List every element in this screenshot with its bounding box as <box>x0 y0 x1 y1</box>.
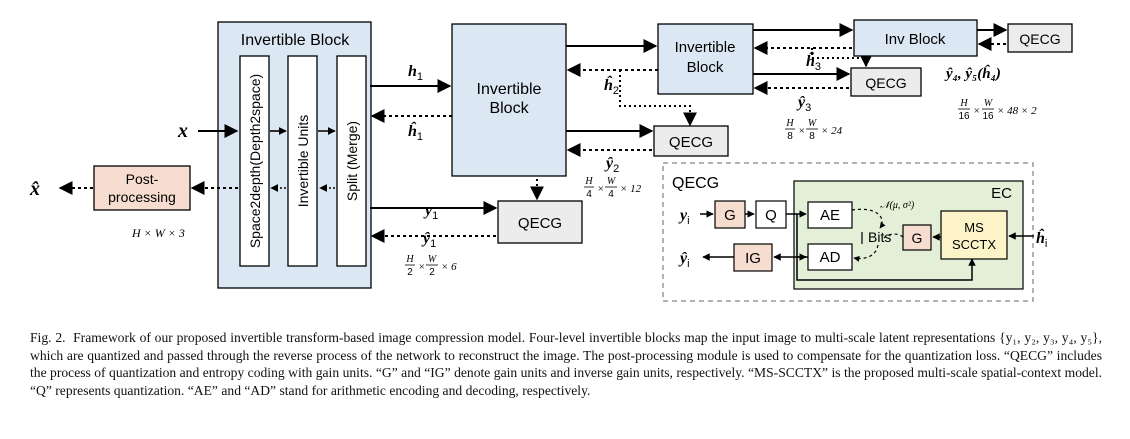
svg-text:4: 4 <box>586 189 592 200</box>
svg-text:H: H <box>584 176 593 187</box>
qecg-block-3: QECG <box>850 67 922 97</box>
svg-text:×: × <box>418 261 425 273</box>
qecg-label-2: QECG <box>669 134 713 151</box>
qecg-label-3: QECG <box>865 75 906 91</box>
svg-text:× 24: × 24 <box>821 125 843 137</box>
svg-text:AD: AD <box>820 249 841 266</box>
split-merge-column <box>336 55 367 267</box>
svg-text:Inv Block: Inv Block <box>885 31 946 48</box>
svg-text:Block: Block <box>687 59 724 76</box>
svg-text:2: 2 <box>407 267 413 278</box>
arithmetic-encoder-ae <box>807 201 853 229</box>
dim-quarter: H 4 × W 4 × 12 <box>584 176 642 200</box>
y3hat-label: ŷ3 <box>796 94 811 114</box>
svg-text:MS: MS <box>964 220 984 235</box>
svg-text:× 6: × 6 <box>441 261 457 273</box>
svg-text:× 48 × 2: × 48 × 2 <box>997 105 1037 117</box>
caption-text: Framework of our proposed invertible tra… <box>30 330 1102 398</box>
qecg-block-4: QECG <box>1007 23 1073 53</box>
qecg-block-2: QECG <box>653 125 729 157</box>
svg-text:W: W <box>984 98 994 109</box>
svg-text:4: 4 <box>608 189 614 200</box>
svg-text:IG: IG <box>745 250 761 267</box>
dim-sixteenth: H 16 × W 16 × 48 × 2 <box>958 98 1037 122</box>
inv-block-4: Inv Block <box>853 19 978 57</box>
qecg-detail-title: QECG <box>672 175 719 192</box>
svg-text:×: × <box>597 183 604 195</box>
h1-label: h1 <box>408 63 423 83</box>
output-xhat-label: x̂ <box>29 178 40 200</box>
svg-text:16: 16 <box>958 111 970 122</box>
gain-unit-g-1 <box>714 200 746 229</box>
yi-label: yi <box>678 207 690 227</box>
invertible-block-3: Invertible Block <box>657 23 754 95</box>
svg-text:Invertible: Invertible <box>477 81 542 98</box>
gain-unit-g-2 <box>902 224 932 251</box>
svg-text:G: G <box>724 207 736 224</box>
caption-lead: Fig. 2. <box>30 330 66 345</box>
h2hat-label: ĥ2 <box>604 75 619 97</box>
svg-text:× 12: × 12 <box>620 183 642 195</box>
dim-full-label: H × W × 3 <box>131 226 185 240</box>
figure-caption: Fig. 2. Framework of our proposed invert… <box>30 329 1102 399</box>
y45-label: ŷ₄, ŷ₅(ĥ₄) <box>944 64 1001 82</box>
svg-text:×: × <box>973 105 980 117</box>
qecg-label-4: QECG <box>1019 31 1060 47</box>
svg-text:×: × <box>798 125 805 137</box>
svg-text:8: 8 <box>809 131 815 142</box>
svg-text:Q: Q <box>765 207 777 224</box>
h1hat-label: ĥ1 <box>408 121 423 143</box>
svg-text:SCCTX: SCCTX <box>952 237 996 252</box>
h3hat-label: ĥ3 <box>806 51 821 73</box>
svg-text:H: H <box>959 98 968 109</box>
framework-diagram: Invertible Block Space2depth(Depth2space… <box>29 19 1073 302</box>
yi-hat-label: ŷi <box>678 250 690 270</box>
svg-text:8: 8 <box>787 131 793 142</box>
svg-text:G: G <box>912 230 923 246</box>
hi-hat-label: ĥi <box>1036 228 1047 250</box>
post-processing-label-2: processing <box>108 189 176 205</box>
qecg-detail-panel: QECG EC yi G Q AE AD Bits 𝒩(μ, σ²) G MS … <box>662 162 1047 302</box>
gaussian-params-label: 𝒩(μ, σ²) <box>880 200 915 211</box>
svg-text:W: W <box>808 118 818 129</box>
y1-label: y1 <box>423 202 438 222</box>
y1hat-label: ŷ1 <box>421 230 436 250</box>
svg-text:W: W <box>607 176 617 187</box>
qecg-block-1: QECG <box>497 200 583 244</box>
svg-text:Invertible: Invertible <box>675 39 736 56</box>
dim-eighth: H 8 × W 8 × 24 <box>785 118 843 142</box>
qecg-label-1: QECG <box>518 215 562 232</box>
main-invertible-block: Invertible Block Space2depth(Depth2space… <box>217 21 372 289</box>
split-merge-label: Split (Merge) <box>344 121 360 201</box>
invertible-block-2: Invertible Block <box>451 23 567 177</box>
ms-scctx-block <box>940 210 1008 260</box>
bits-label: Bits <box>868 229 891 245</box>
svg-text:16: 16 <box>982 111 994 122</box>
quantizer-q <box>755 200 787 229</box>
y2hat-label: ŷ2 <box>604 155 619 175</box>
svg-text:2: 2 <box>429 267 435 278</box>
input-x-label: x <box>177 120 188 142</box>
invertible-units-column <box>287 55 318 267</box>
space2depth-label: Space2depth(Depth2space) <box>247 74 263 248</box>
invertible-units-label: Invertible Units <box>295 115 311 208</box>
main-block-title: Invertible Block <box>241 32 350 49</box>
svg-text:Block: Block <box>489 100 529 117</box>
svg-text:W: W <box>428 254 438 265</box>
svg-text:H: H <box>785 118 794 129</box>
dim-half: H 2 × W 2 × 6 <box>405 254 457 278</box>
post-processing-block: Post- processing <box>93 165 191 211</box>
post-processing-label-1: Post- <box>126 171 159 187</box>
ec-label: EC <box>991 185 1012 202</box>
space2depth-column <box>239 55 270 267</box>
svg-text:H: H <box>405 254 414 265</box>
svg-text:AE: AE <box>820 207 840 224</box>
